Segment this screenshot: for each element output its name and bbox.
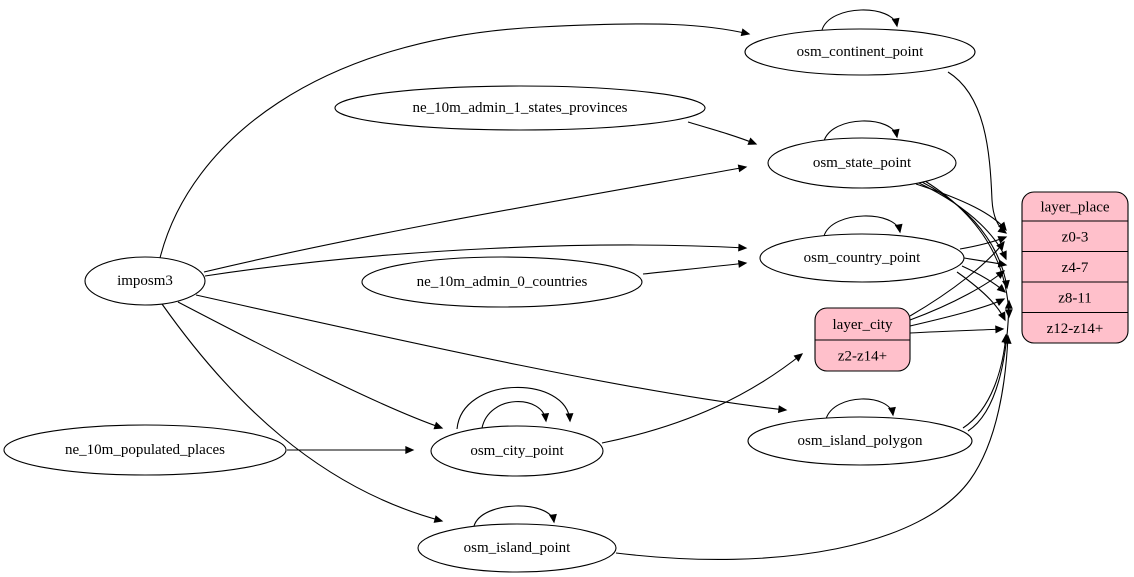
graph-edge-osm_country_point-to-osm_country_point [823, 215, 903, 237]
graph-edge-osm_continent_point-to-osm_continent_point [821, 9, 900, 31]
graph-node-layer_place: layer_place z0-3 z4-7 z8-11 z12-z14+ [1021, 191, 1129, 344]
record-row-label: z8-11 [1058, 290, 1092, 306]
edges-layer [159, 9, 1013, 560]
graph-edge-layer_city-to-layer_place-z8-11 [909, 298, 1006, 327]
node-ellipse-ne_10m_admin_1_states_provinces [334, 85, 706, 131]
node-ellipse-ne_10m_admin_0_countries [361, 256, 643, 308]
graph-edge-layer_city-to-layer_place-z12-z14+ [909, 325, 1005, 334]
graph-node-ne_10m_admin_1_states_provinces: ne_10m_admin_1_states_provinces [334, 85, 706, 131]
graph-edge-osm_island_point-to-layer_place-z12-z14+ [615, 334, 1012, 560]
graph-edge-osm_city_point-to-osm_city_point [456, 386, 574, 430]
graph-node-ne_10m_populated_places: ne_10m_populated_places [3, 424, 287, 476]
node-ellipse-osm_state_point [767, 137, 957, 189]
graph-edge-ne_10m_admin_0_countries-to-osm_country_point [642, 259, 748, 275]
node-label: osm_city_point [470, 443, 564, 459]
graph-edge-osm_state_point-to-osm_state_point [823, 120, 900, 142]
node-label: osm_country_point [804, 250, 921, 266]
node-ellipse-osm_continent_point [744, 28, 976, 76]
graph-edge-osm_island_polygon-to-layer_place-z8-11 [967, 299, 1013, 432]
graph-node-osm_state_point: osm_state_point [767, 137, 957, 189]
graph-node-layer_city: layer_city z2-z14+ [814, 307, 911, 372]
node-label: osm_island_point [464, 540, 572, 556]
graph-node-osm_continent_point: osm_continent_point [744, 28, 976, 76]
node-record-layer_place [1021, 191, 1129, 344]
graph-edge-imposm3-to-osm_country_point [204, 243, 748, 277]
graph-node-osm_island_polygon: osm_island_polygon [747, 416, 973, 466]
graph-edge-imposm3-to-osm_island_polygon [195, 294, 788, 414]
node-label: ne_10m_admin_1_states_provinces [413, 100, 628, 116]
graph-edge-osm_state_point-to-layer_place-z4-7 [918, 182, 1007, 261]
node-label: ne_10m_admin_0_countries [417, 274, 588, 290]
node-ellipse-ne_10m_populated_places [3, 424, 287, 476]
graph-edge-imposm3-to-osm_island_point [161, 303, 444, 523]
graph-edge-osm_country_point-to-layer_place-z8-11 [961, 265, 1007, 293]
graph-edge-osm_island_polygon-to-osm_island_polygon [825, 398, 896, 420]
graph-edge-osm_city_point-to-layer_city-z2-z14+ [601, 353, 804, 444]
record-row-label: z0-3 [1062, 229, 1089, 245]
graph-edge-osm_country_point-to-layer_place-z12-z14+ [956, 271, 1006, 322]
graph-edge-imposm3-to-osm_city_point [177, 301, 444, 430]
record-row-label: z12-z14+ [1047, 321, 1104, 337]
nodes-layer: imposm3 ne_10m_admin_1_states_provincesne… [3, 28, 1129, 573]
graph-node-osm_country_point: osm_country_point [759, 233, 965, 283]
record-row-label: z2-z14+ [838, 349, 887, 365]
graph-edge-osm_city_point-to-osm_city_point [481, 401, 550, 429]
graph-node-osm_island_point: osm_island_point [417, 523, 617, 573]
node-label: osm_state_point [813, 155, 912, 171]
node-label: osm_continent_point [797, 44, 924, 60]
node-label: osm_island_polygon [797, 433, 923, 449]
node-ellipse-osm_city_point [430, 425, 604, 477]
record-title: layer_place [1040, 200, 1109, 216]
graph-edge-osm_island_polygon-to-layer_place-z12-z14+ [962, 333, 1010, 429]
node-ellipse-osm_island_polygon [747, 416, 973, 466]
node-label: imposm3 [117, 273, 173, 289]
graph-edge-osm_country_point-to-layer_place-z4-7 [963, 257, 1008, 268]
graph-edge-imposm3-to-osm_state_point [203, 164, 748, 273]
graph-edge-layer_city-to-layer_place-z4-7 [909, 270, 1006, 321]
record-title: layer_city [833, 317, 893, 333]
graph-edge-imposm3-to-osm_continent_point [159, 23, 751, 259]
graph-node-ne_10m_admin_0_countries: ne_10m_admin_0_countries [361, 256, 643, 308]
graph-edge-ne_10m_admin_1_states_provinces-to-osm_state_point [687, 121, 758, 145]
graph-edge-osm_country_point-to-layer_place-z0-3 [959, 236, 1008, 250]
graph-node-imposm3: imposm3 [84, 256, 206, 306]
node-ellipse-osm_country_point [759, 233, 965, 283]
record-row-label: z4-7 [1062, 260, 1089, 276]
graph-node-osm_city_point: osm_city_point [430, 425, 604, 477]
node-label: ne_10m_populated_places [65, 442, 225, 458]
graph-edge-layer_city-to-layer_place-z0-3 [909, 240, 1005, 317]
graph-edge-osm_island_point-to-osm_island_point [473, 505, 557, 527]
node-ellipse-osm_island_point [417, 523, 617, 573]
node-ellipse-imposm3 [84, 256, 206, 306]
